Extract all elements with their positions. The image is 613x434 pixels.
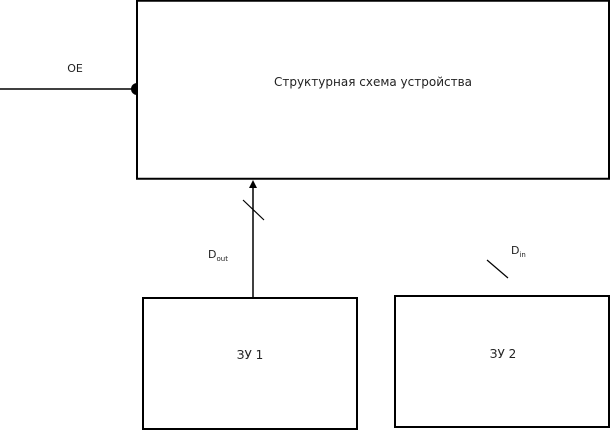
dout-bus-slash [242,199,265,221]
dout-label: Dout [208,248,228,263]
dout-arrowhead [249,180,257,188]
main-block [136,0,610,180]
oe-label: OE [67,62,83,75]
memory-block-1-label: ЗУ 1 [237,348,263,362]
main-block-label: Структурная схема устройства [274,75,472,89]
memory-block-1 [142,297,358,430]
din-bus-slash [486,259,509,279]
din-label: Din [511,244,526,259]
memory-block-2 [394,295,610,428]
memory-block-2-label: ЗУ 2 [490,347,516,361]
